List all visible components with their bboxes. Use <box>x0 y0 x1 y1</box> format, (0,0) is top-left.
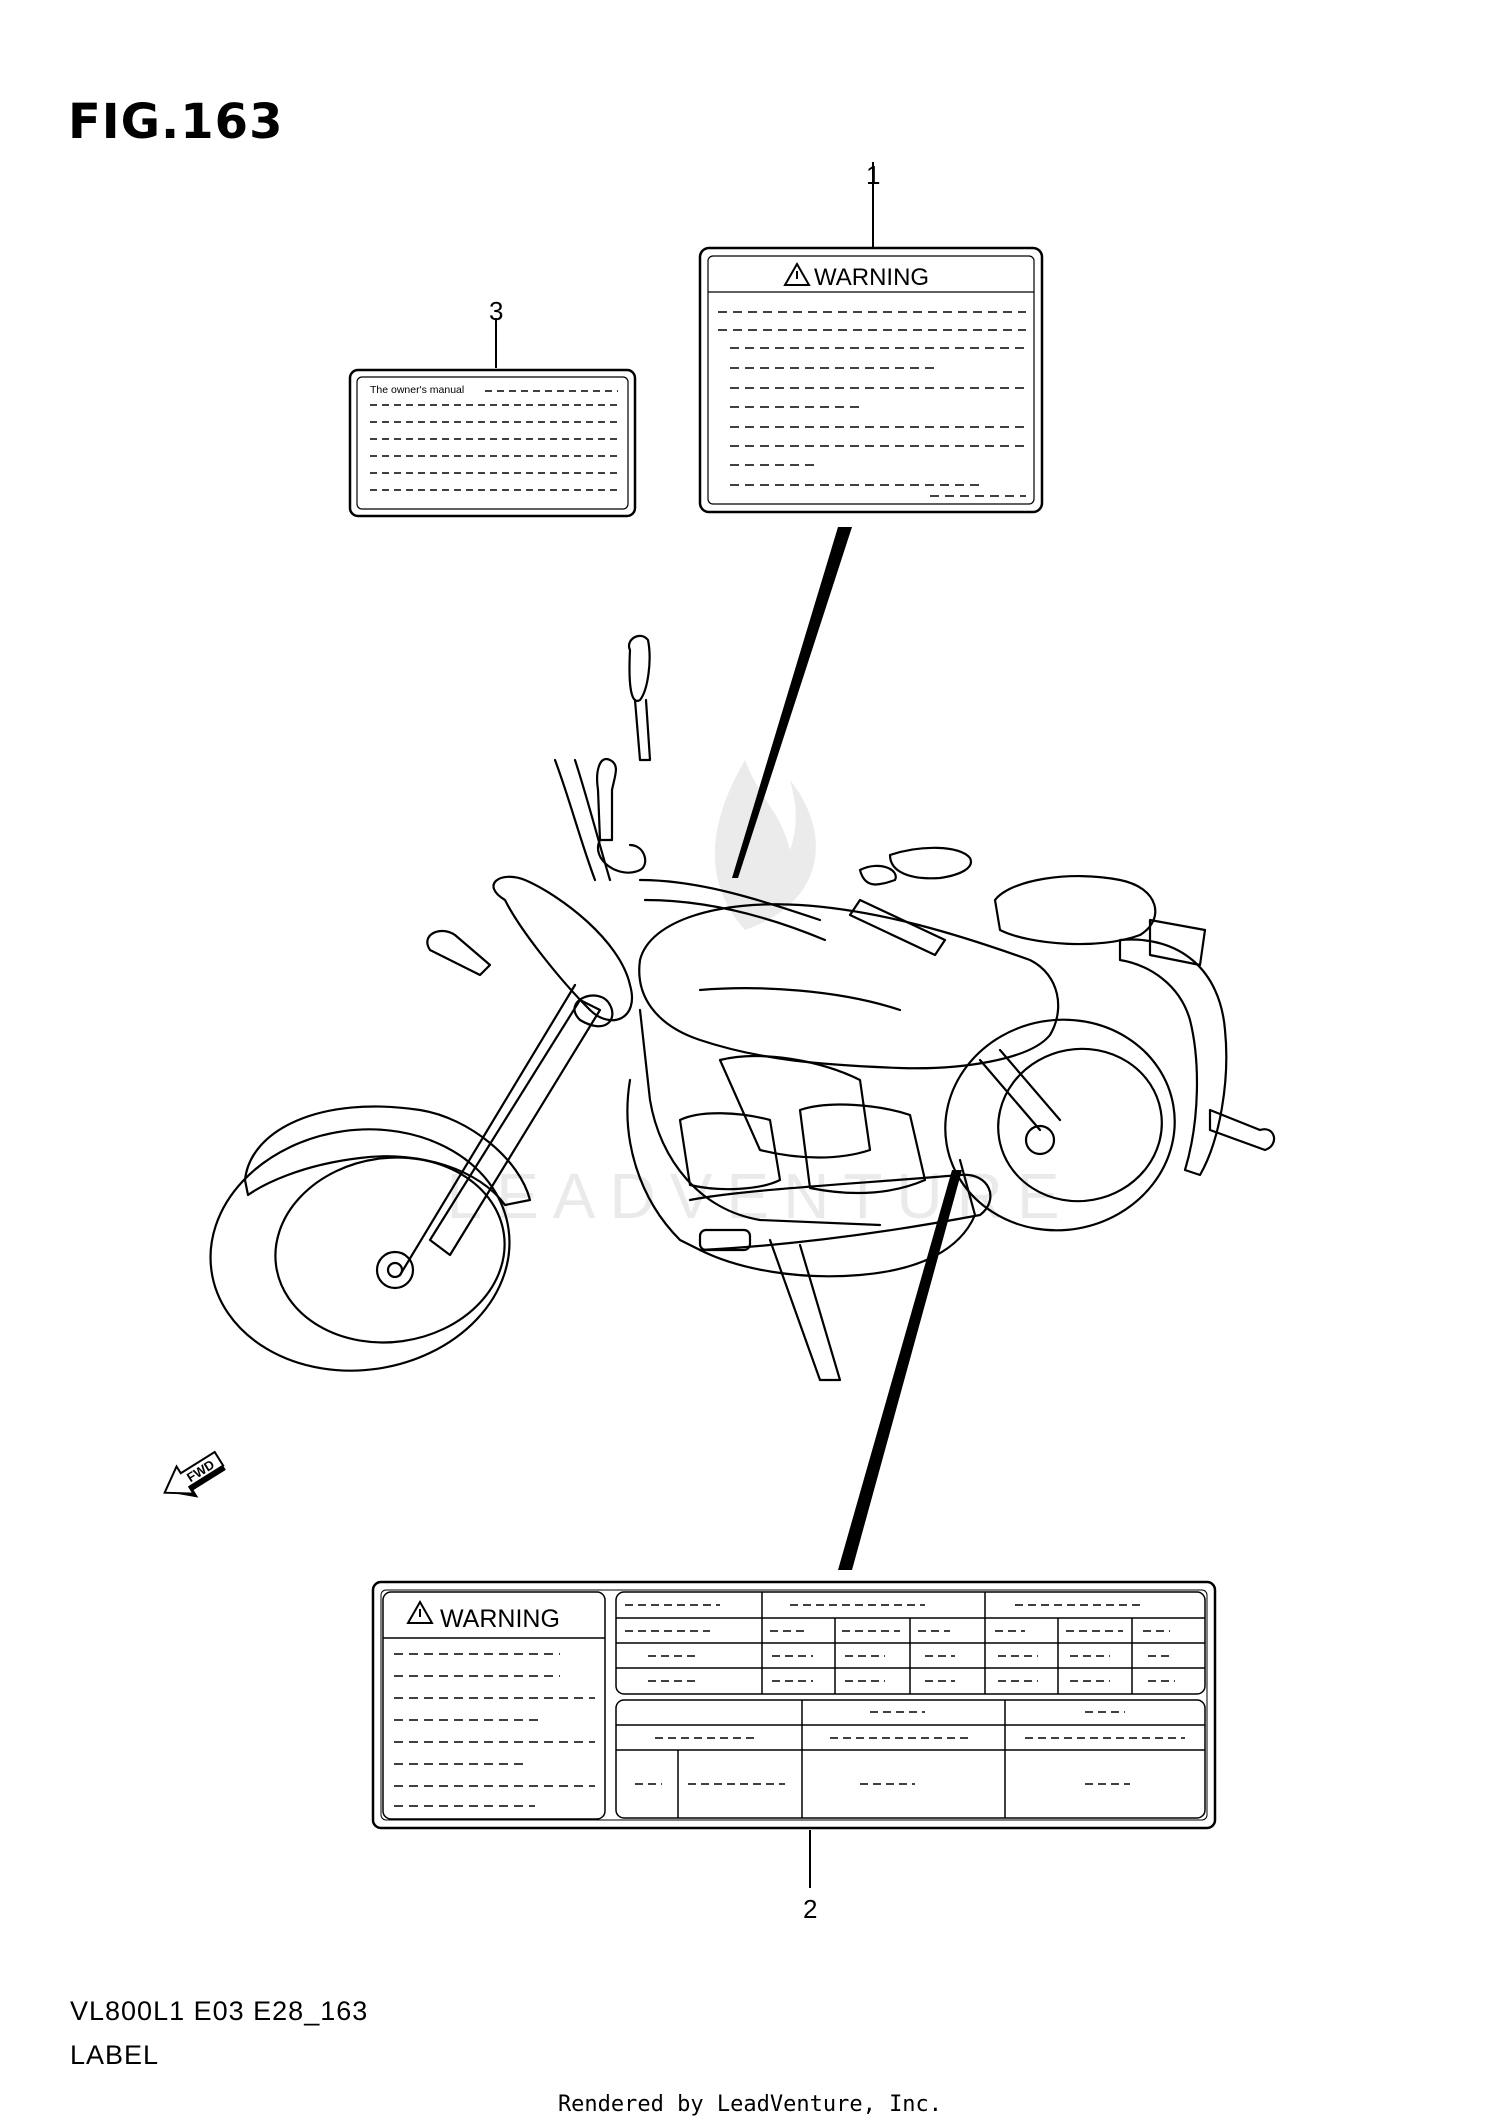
pointer-label-1 <box>732 527 852 878</box>
label-3-owners-manual: The owner's manual <box>348 368 637 518</box>
callout-3: 3 <box>489 296 504 326</box>
figure-title: FIG.163 <box>68 94 284 150</box>
label-1-warning: WARNING <box>698 246 1044 514</box>
leadventure-flame-logo <box>714 760 816 930</box>
model-code: VL800L1 E03 E28_163 <box>70 1996 369 2026</box>
rendered-by-credit: Rendered by LeadVenture, Inc. <box>557 2092 943 2117</box>
owners-manual-text: The owner's manual <box>370 384 464 396</box>
label-1-heading: WARNING <box>814 264 929 291</box>
callout-2: 2 <box>803 1894 818 1924</box>
motorcycle-illustration <box>209 634 1276 1382</box>
label-2-heading: WARNING <box>440 1605 560 1633</box>
warning-triangle-icon <box>406 1599 434 1624</box>
leader-lines <box>495 162 874 1888</box>
warning-triangle-icon <box>783 261 811 286</box>
fwd-direction-arrow: FWD <box>163 1450 226 1498</box>
pointer-label-2 <box>838 1170 962 1570</box>
watermark-text: LEADVENTURE <box>447 1160 1074 1232</box>
figure-name: LABEL <box>70 2040 160 2070</box>
label-2-warning-table: WARNING <box>371 1580 1217 1830</box>
callout-1: 1 <box>866 160 881 190</box>
watermark: LEADVENTURE <box>447 760 1074 1232</box>
